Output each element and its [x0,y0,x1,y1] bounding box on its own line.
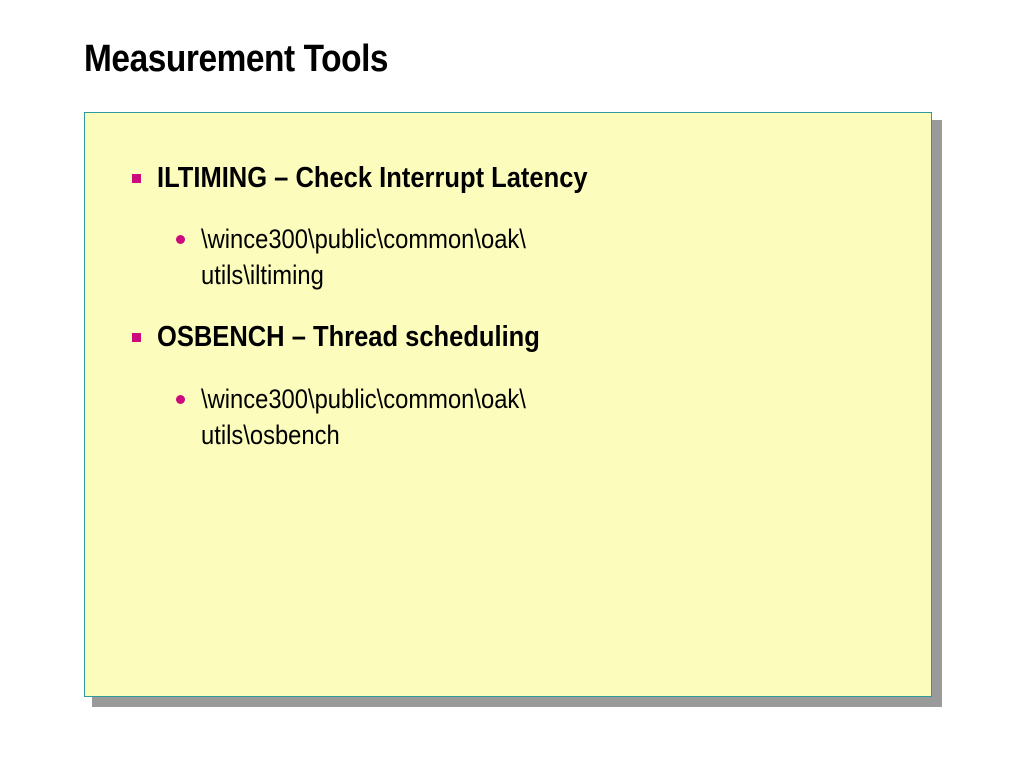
round-bullet-icon [176,395,185,404]
path-line-2: utils\iltiming [201,260,324,290]
square-bullet-icon [132,332,141,342]
bullet-item-iltiming: ILTIMING – Check Interrupt Latency [132,160,646,196]
path-text: \wince300\public\common\oak\ utils\iltim… [201,221,570,293]
content-panel [84,112,932,697]
slide-title: Measurement Tools [84,38,389,80]
round-bullet-icon [176,235,185,244]
sub-bullet-iltiming-path: \wince300\public\common\oak\ utils\iltim… [176,221,570,293]
path-line-2: utils\osbench [201,420,340,450]
bullet-item-label: ILTIMING – Check Interrupt Latency [157,161,588,194]
path-text: \wince300\public\common\oak\ utils\osben… [201,381,570,453]
path-line-1: \wince300\public\common\oak\ [201,224,526,254]
bullet-item-osbench: OSBENCH – Thread scheduling [132,319,592,355]
square-bullet-icon [132,173,141,183]
path-line-1: \wince300\public\common\oak\ [201,384,526,414]
sub-bullet-osbench-path: \wince300\public\common\oak\ utils\osben… [176,381,570,453]
bullet-item-label: OSBENCH – Thread scheduling [157,320,540,353]
